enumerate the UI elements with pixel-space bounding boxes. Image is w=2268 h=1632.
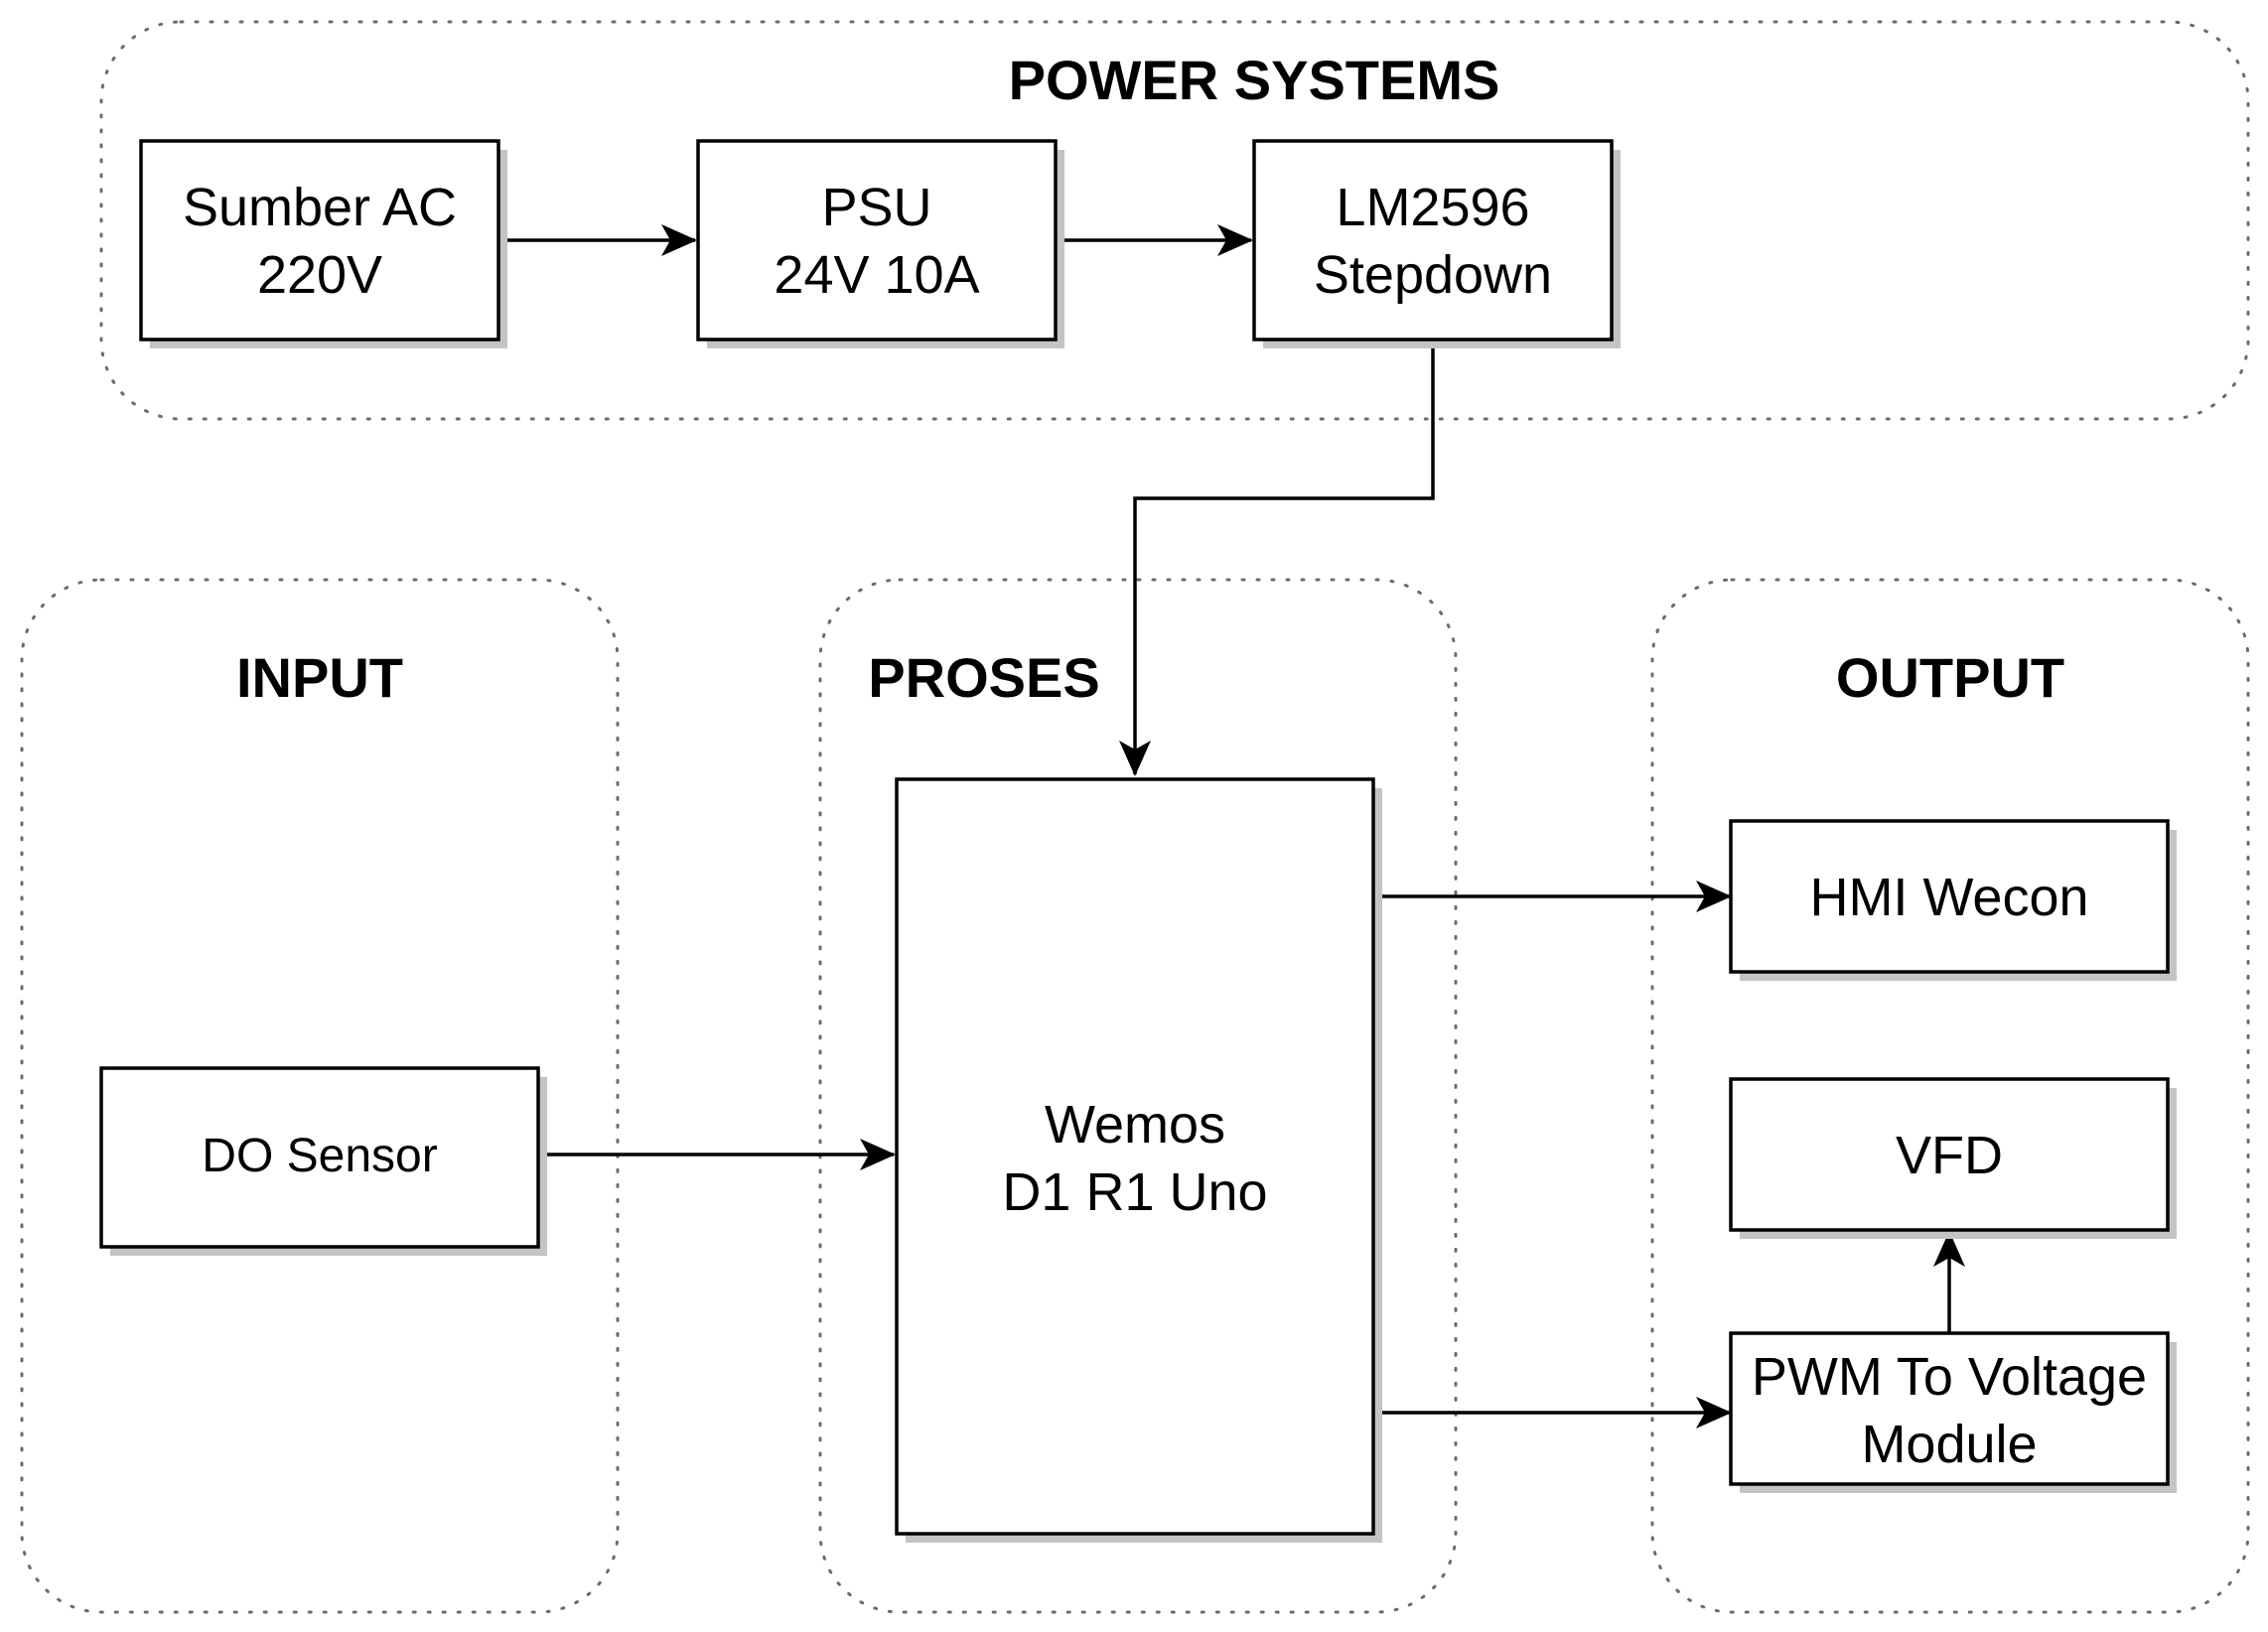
node-wemos: Wemos D1 R1 Uno: [895, 777, 1382, 1543]
group-title-input: INPUT: [236, 646, 403, 709]
group-title-power-systems: POWER SYSTEMS: [1009, 49, 1500, 111]
node-psu-line1: PSU: [821, 178, 931, 237]
group-title-proses: PROSES: [868, 646, 1099, 709]
node-wemos-line1: Wemos: [1045, 1095, 1225, 1155]
node-hmi-wecon-label: HMI Wecon: [1809, 868, 2088, 927]
node-lm2596-line1: LM2596: [1336, 178, 1529, 237]
group-proses: [818, 578, 1458, 1614]
node-pwm-module: PWM To Voltage Module: [1729, 1331, 2177, 1493]
node-do-sensor-label: DO Sensor: [202, 1130, 437, 1182]
node-wemos-line2: D1 R1 Uno: [1002, 1162, 1267, 1222]
group-input: [20, 578, 620, 1614]
group-output: [1650, 578, 2250, 1614]
node-sumber-ac-line1: Sumber AC: [183, 178, 457, 237]
node-pwm-module-line1: PWM To Voltage: [1752, 1347, 2147, 1407]
node-pwm-module-line2: Module: [1861, 1415, 2037, 1474]
node-sumber-ac: Sumber AC 220V: [139, 139, 507, 348]
node-do-sensor: DO Sensor: [99, 1066, 547, 1256]
node-psu: PSU 24V 10A: [696, 139, 1064, 348]
node-vfd-label: VFD: [1896, 1126, 2003, 1185]
node-hmi-wecon: HMI Wecon: [1729, 819, 2177, 981]
node-psu-line2: 24V 10A: [774, 245, 979, 305]
group-title-output: OUTPUT: [1836, 646, 2064, 709]
node-lm2596: LM2596 Stepdown: [1252, 139, 1621, 348]
node-vfd: VFD: [1729, 1077, 2177, 1239]
node-lm2596-line2: Stepdown: [1314, 245, 1552, 305]
group-power-systems: [99, 20, 2250, 421]
node-sumber-ac-line2: 220V: [257, 245, 382, 305]
edge-lm2596-to-wemos: [1119, 340, 1435, 776]
